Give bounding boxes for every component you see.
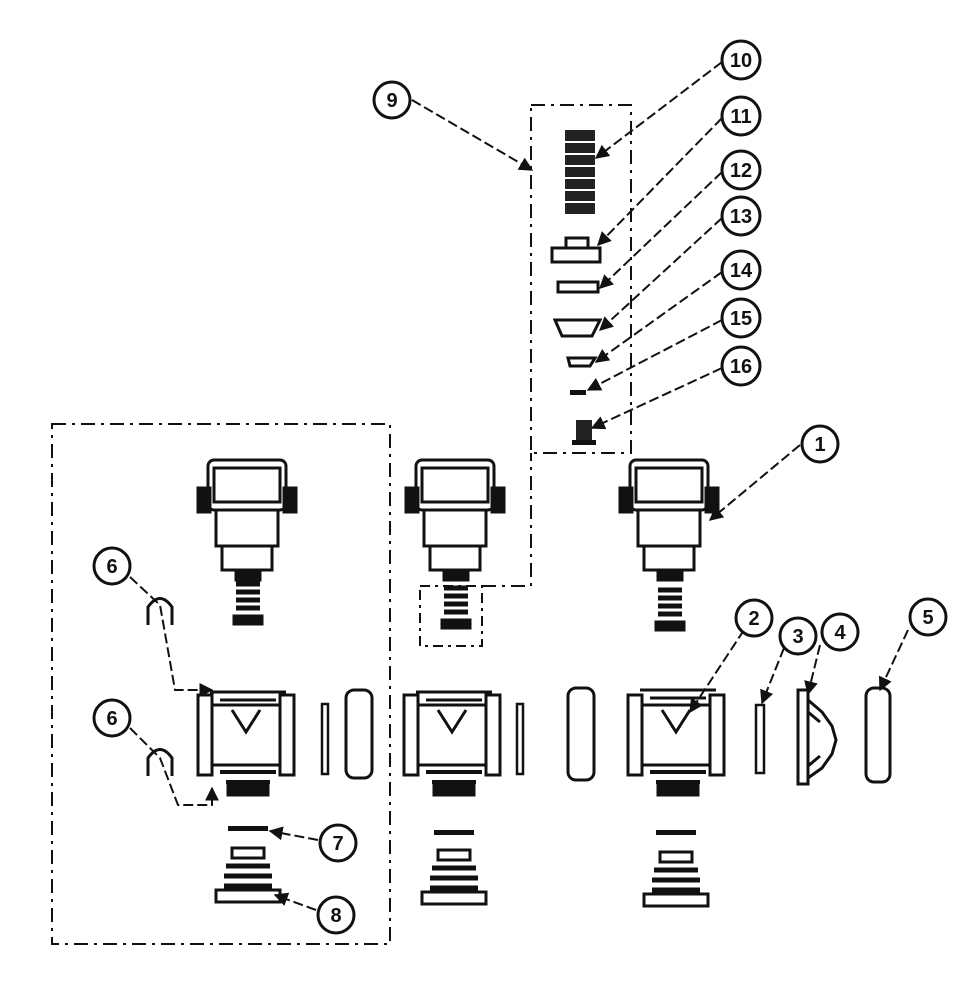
actuator-left xyxy=(196,458,298,626)
leader-12 xyxy=(598,171,723,289)
svg-text:16: 16 xyxy=(730,356,752,378)
callout-4: 4 xyxy=(820,612,860,652)
end-gasket-part xyxy=(754,703,766,775)
connector-2 xyxy=(566,686,596,782)
leader-2 xyxy=(689,629,745,714)
assembly-box-left xyxy=(51,423,391,945)
seat-ring-left xyxy=(228,826,268,831)
callout-11: 11 xyxy=(720,95,762,137)
svg-text:5: 5 xyxy=(922,607,933,629)
leader-6a xyxy=(129,576,214,697)
valve-body-left xyxy=(196,690,296,797)
base-left xyxy=(214,846,282,904)
svg-text:6: 6 xyxy=(106,556,117,578)
svg-text:6: 6 xyxy=(106,708,117,730)
leader-9 xyxy=(411,99,534,171)
leader-15 xyxy=(586,319,723,391)
callout-2: 2 xyxy=(734,598,774,638)
callout-14: 14 xyxy=(720,249,762,291)
callout-16: 16 xyxy=(720,345,762,387)
svg-text:4: 4 xyxy=(834,622,846,644)
seat-part xyxy=(566,356,598,368)
callout-13: 13 xyxy=(720,195,762,237)
callout-12: 12 xyxy=(720,149,762,191)
svg-text:11: 11 xyxy=(730,106,751,128)
u-clip-upper xyxy=(146,597,174,625)
svg-text:9: 9 xyxy=(386,90,397,112)
leader-14 xyxy=(594,271,723,363)
leader-16 xyxy=(590,367,723,430)
end-block-part xyxy=(864,686,892,784)
base-right xyxy=(642,850,710,908)
actuator-right xyxy=(618,458,720,632)
callout-6-upper: 6 xyxy=(92,546,132,586)
leader-3 xyxy=(760,647,785,705)
gasket-2 xyxy=(515,702,525,776)
svg-text:13: 13 xyxy=(730,206,752,228)
callout-3: 3 xyxy=(778,616,818,656)
screw-part xyxy=(572,420,596,445)
spring-retainer-part xyxy=(550,236,602,264)
svg-text:8: 8 xyxy=(330,905,341,927)
svg-text:1: 1 xyxy=(814,434,825,456)
svg-text:3: 3 xyxy=(792,626,803,648)
callout-15: 15 xyxy=(720,297,762,339)
leader-10 xyxy=(594,61,723,159)
spring-part xyxy=(565,130,595,214)
leader-5 xyxy=(878,629,909,692)
gasket-1 xyxy=(320,702,330,776)
callout-9: 9 xyxy=(372,80,412,120)
valve-body-middle xyxy=(402,690,502,797)
svg-text:15: 15 xyxy=(730,308,752,330)
leader-8 xyxy=(273,892,317,911)
callout-7: 7 xyxy=(318,823,358,863)
leader-6b xyxy=(129,727,219,806)
washer-part xyxy=(556,280,600,294)
callout-8: 8 xyxy=(316,895,356,935)
end-cap-part xyxy=(796,688,838,786)
leader-13 xyxy=(598,217,723,331)
callout-1: 1 xyxy=(800,424,840,464)
svg-text:14: 14 xyxy=(730,260,753,282)
callout-6-lower: 6 xyxy=(92,698,132,738)
leader-4 xyxy=(804,644,821,696)
spring-box-leader xyxy=(482,453,532,587)
svg-text:2: 2 xyxy=(748,608,759,630)
callout-5: 5 xyxy=(908,597,948,637)
svg-text:12: 12 xyxy=(730,160,752,182)
valve-body-right xyxy=(626,688,726,797)
seal-kit-box xyxy=(530,104,632,454)
base-middle xyxy=(420,848,488,906)
u-clip-lower xyxy=(146,748,174,776)
diaphragm-part xyxy=(552,318,603,338)
callout-10: 10 xyxy=(720,39,762,81)
seat-ring-right xyxy=(656,830,696,835)
o-ring-part xyxy=(570,390,586,395)
seat-ring-middle xyxy=(434,830,474,835)
connector-1 xyxy=(344,688,374,780)
svg-text:10: 10 xyxy=(730,50,752,72)
actuator-middle xyxy=(404,458,506,630)
leader-7 xyxy=(268,826,319,841)
leader-1 xyxy=(708,444,801,521)
leader-11 xyxy=(597,117,723,247)
svg-text:7: 7 xyxy=(332,833,343,855)
